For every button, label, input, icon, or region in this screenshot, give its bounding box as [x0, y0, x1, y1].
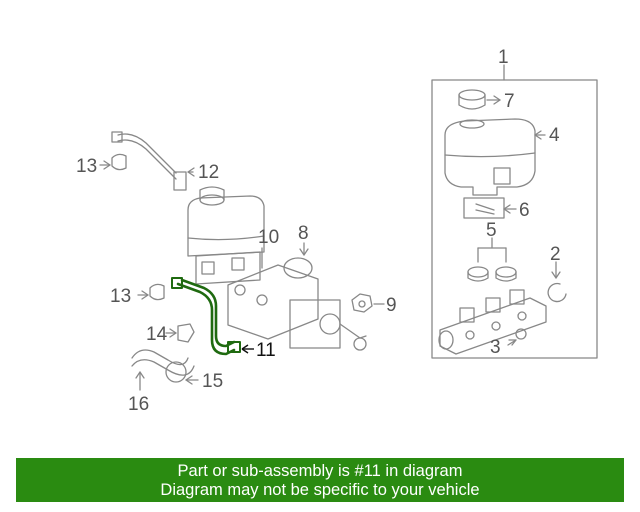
callout-6: 6	[519, 200, 530, 221]
banner-line-part: Part or sub-assembly is #11 in diagram	[177, 462, 463, 480]
callout-8: 8	[298, 223, 309, 244]
brake-line-clip	[137, 283, 165, 301]
hose-clip	[165, 323, 195, 343]
snap-ring	[547, 261, 567, 303]
callout-3: 3	[490, 337, 501, 358]
vacuum-hose	[99, 131, 195, 191]
master-cylinder-assembly	[187, 186, 265, 285]
part-info-banner: Part or sub-assembly is #11 in diagram D…	[16, 458, 624, 502]
callout-13-lower: 13	[110, 286, 131, 307]
callout-10: 10	[258, 227, 279, 248]
inset-frame	[431, 79, 598, 359]
callout-5: 5	[486, 220, 497, 241]
master-cylinder	[438, 289, 547, 355]
reservoir-cap	[458, 89, 501, 110]
reservoir	[444, 118, 546, 196]
callout-13-top: 13	[76, 156, 97, 177]
callout-1: 1	[498, 47, 509, 68]
callout-4: 4	[549, 125, 560, 146]
brake-hose-11	[171, 277, 241, 356]
callout-9: 9	[386, 295, 397, 316]
callout-12: 12	[198, 162, 219, 183]
mounting-nut	[351, 293, 385, 313]
return-hose	[131, 349, 199, 391]
callout-2: 2	[550, 244, 561, 265]
callout-11: 11	[256, 340, 276, 361]
banner-line-disclaimer: Diagram may not be specific to your vehi…	[160, 481, 480, 499]
callout-16: 16	[128, 394, 149, 415]
callout-14: 14	[146, 324, 168, 345]
reservoir-pins	[463, 197, 517, 219]
parts-diagram: 1 7 4 6 5 2 3 12 13 10 8 9 13 14 11 15 1…	[76, 47, 598, 415]
callout-7: 7	[504, 91, 515, 112]
reservoir-grommets	[467, 237, 517, 282]
hydro-booster	[227, 242, 367, 351]
callout-15: 15	[202, 371, 223, 392]
